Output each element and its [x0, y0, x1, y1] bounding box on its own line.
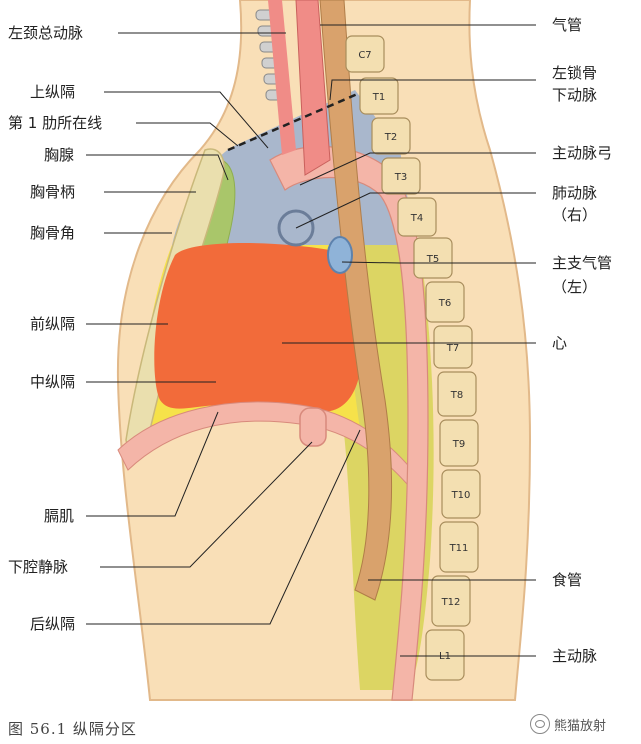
vertebra-t12	[431, 575, 471, 627]
label-pulmonary-artery: 肺动脉	[552, 184, 597, 202]
vertebra-t11	[439, 521, 479, 573]
vertebra-label-t3: T3	[394, 172, 407, 183]
right-leader-lines	[282, 24, 536, 657]
vertebra-label-c7: C7	[358, 50, 371, 61]
vertebra-label-t5: T5	[426, 254, 439, 265]
label-heart: 心	[552, 334, 567, 352]
vertebra-label-t12: T12	[441, 597, 461, 608]
carotid-shape	[268, 0, 296, 155]
label-left-subclavian-1: 左锁骨	[552, 64, 597, 82]
label-sternal-angle: 胸骨角	[30, 224, 75, 242]
vertebra-t2	[371, 117, 411, 155]
vertebra-label-t2: T2	[384, 132, 397, 143]
vertebra-label-t1: T1	[372, 92, 385, 103]
vertebra-t1	[359, 77, 399, 115]
vertebra-t7	[433, 325, 473, 369]
label-thymus: 胸腺	[44, 146, 74, 164]
label-main-bronchus-side: （左）	[552, 278, 597, 296]
vertebra-label-t9: T9	[452, 439, 465, 450]
vertebra-l1	[425, 629, 465, 681]
label-aorta: 主动脉	[552, 647, 597, 665]
watermark: 熊猫放射	[530, 714, 606, 734]
label-left-subclavian-2: 下动脉	[552, 86, 597, 104]
vertebra-label-t11: T11	[449, 543, 469, 554]
first-rib-line	[227, 90, 363, 152]
label-diaphragm: 膈肌	[44, 507, 74, 525]
ivc-shape	[299, 407, 327, 447]
vertebra-t5	[413, 237, 453, 279]
vertebra-t10	[441, 469, 481, 519]
left-leader-lines	[86, 32, 361, 625]
vertebra-c7	[345, 35, 385, 73]
bronchus-shape	[327, 236, 353, 274]
label-anterior-mediastinum: 前纵隔	[30, 315, 75, 333]
label-manubrium: 胸骨柄	[30, 183, 75, 201]
label-left-common-carotid: 左颈总动脉	[8, 24, 83, 42]
wechat-icon	[530, 714, 550, 734]
vertebra-t9	[439, 419, 479, 467]
label-superior-mediastinum: 上纵隔	[30, 83, 75, 101]
vertebra-label-t6: T6	[438, 298, 451, 309]
label-inferior-vena-cava: 下腔静脉	[8, 558, 68, 576]
vertebra-t3	[381, 157, 421, 195]
vertebra-label-t10: T10	[451, 490, 471, 501]
figure-caption: 图 56.1 纵隔分区	[8, 720, 137, 738]
vertebra-t6	[425, 281, 465, 323]
watermark-text: 熊猫放射	[554, 718, 607, 734]
label-trachea: 气管	[552, 16, 582, 34]
vertebra-label-t7: T7	[446, 343, 459, 354]
heart-shape	[154, 243, 364, 413]
label-middle-mediastinum: 中纵隔	[30, 373, 75, 391]
label-pulmonary-artery-side: （右）	[552, 206, 597, 224]
label-first-rib-line: 第 1 肋所在线	[8, 114, 102, 132]
vertebra-t8	[437, 371, 477, 417]
label-posterior-mediastinum: 后纵隔	[30, 615, 75, 633]
label-aortic-arch: 主动脉弓	[552, 144, 612, 162]
trachea-shape	[295, 0, 331, 176]
label-main-bronchus: 主支气管	[552, 254, 612, 272]
vertebra-label-t4: T4	[410, 213, 423, 224]
vertebra-label-t8: T8	[450, 390, 463, 401]
vertebra-t4	[397, 197, 437, 237]
label-esophagus: 食管	[552, 571, 582, 589]
